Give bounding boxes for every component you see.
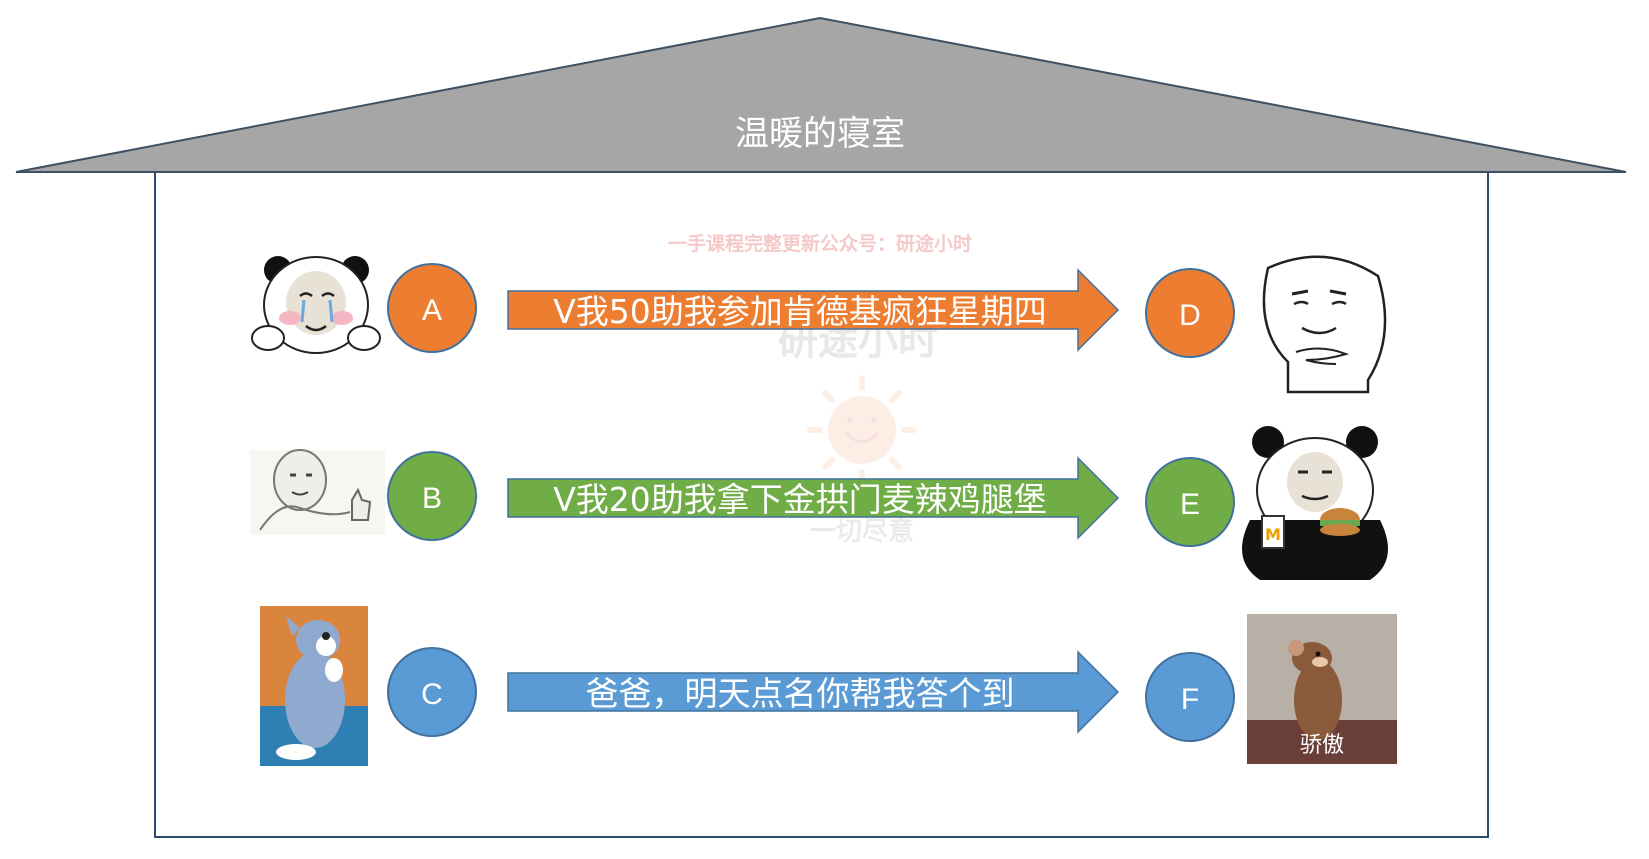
- row-c-f: C 爸爸，明天点名你帮我答个到 F 骄傲: [260, 606, 1397, 766]
- node-e: [1145, 457, 1235, 547]
- node-b-label: B: [422, 482, 442, 515]
- roof-title: 温暖的寝室: [735, 114, 905, 154]
- watermark-line3: 一切尽意: [810, 516, 914, 547]
- panda-watching-meme-icon: M 看戏: [1242, 426, 1388, 580]
- message-a-to-d: V我50助我参加肯德基疯狂星期四: [553, 292, 1047, 331]
- begging-cat-meme-icon: [260, 606, 368, 766]
- node-a-label: A: [422, 294, 442, 327]
- node-f-label: F: [1181, 683, 1199, 716]
- arrow-b-to-e: [507, 456, 1120, 540]
- arrow-c-to-f: [507, 650, 1120, 734]
- mouse-caption: 骄傲: [1300, 733, 1344, 758]
- row-b-e: B V我20助我拿下金拱门麦辣鸡腿堡 E M 看戏: [250, 426, 1388, 580]
- row-a-d: A V我50助我参加肯德基疯狂星期四 D: [251, 255, 1387, 394]
- proud-mouse-meme-icon: 骄傲: [1247, 614, 1397, 764]
- node-c: [387, 647, 477, 737]
- node-d: [1145, 268, 1235, 358]
- node-d-label: D: [1179, 299, 1201, 332]
- node-b: [387, 451, 477, 541]
- crying-panda-meme-icon: [251, 256, 381, 354]
- mcdonalds-logo-icon: M: [1265, 525, 1281, 544]
- message-b-to-e: V我20助我拿下金拱门麦辣鸡腿堡: [553, 480, 1047, 519]
- arrow-a-to-d: [507, 268, 1120, 352]
- smug-face-meme-icon: [1262, 255, 1387, 394]
- node-f: [1145, 652, 1235, 742]
- message-c-to-f: 爸爸，明天点名你帮我答个到: [586, 674, 1015, 713]
- sun-watermark-icon: [807, 375, 917, 485]
- house-roof: [15, 16, 1627, 173]
- thumbs-up-meme-icon: [250, 449, 385, 535]
- node-e-label: E: [1180, 488, 1200, 521]
- node-c-label: C: [421, 678, 443, 711]
- panda-caption: 看戏: [1290, 547, 1342, 577]
- watermark-line1: 一手课程完整更新公众号：研途小时: [668, 232, 972, 255]
- node-a: [387, 263, 477, 353]
